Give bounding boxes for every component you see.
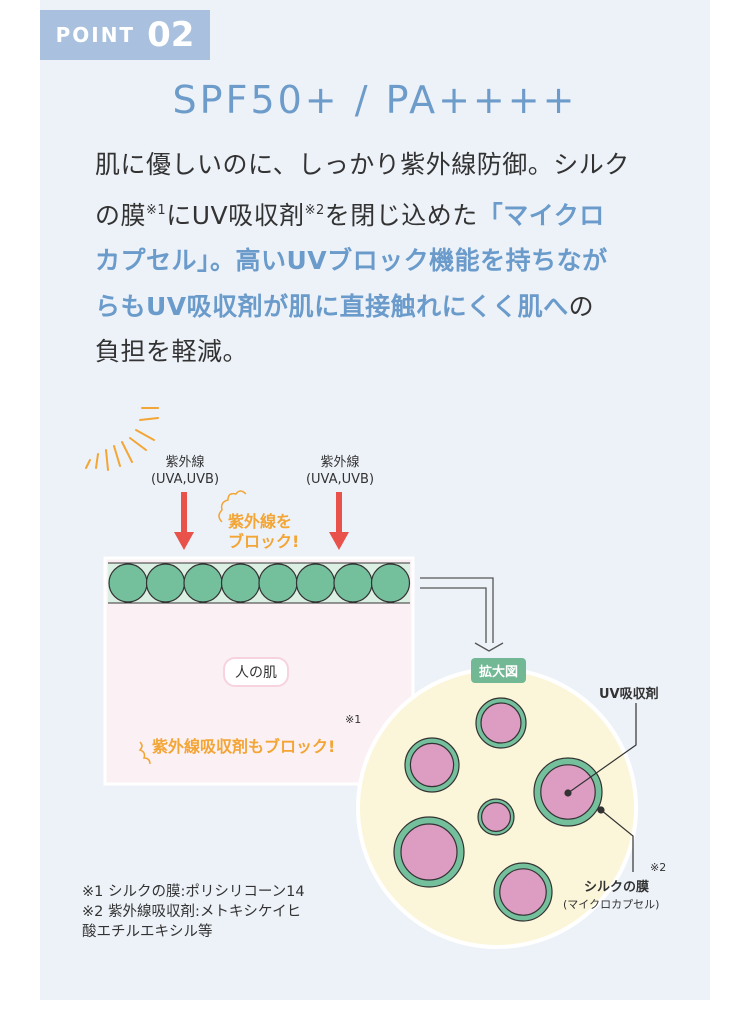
text-segment: の xyxy=(568,291,595,321)
uv-absorber-label: UV吸収剤 xyxy=(599,687,659,702)
silk-bead xyxy=(108,563,148,603)
text-segment: 肌に優しいのに、しっかり紫外線防御。シルク xyxy=(95,150,630,179)
microcapsule xyxy=(477,798,515,836)
description-line: の膜※1にUV吸収剤※2を閉じ込めた「マイクロ xyxy=(95,188,630,239)
silk-bead xyxy=(145,563,186,603)
note1-mark: ※1 xyxy=(345,713,362,726)
text-segment: にUV吸収剤 xyxy=(166,200,305,230)
uv-arrow-left xyxy=(174,492,194,550)
uv-sub: (UVA,UVB) xyxy=(150,472,220,487)
footnotes: ※1 シルクの膜:ポリシリコーン14 ※2 紫外線吸収剤:メトキシケイヒ 酸エチ… xyxy=(82,882,305,942)
footnote-ref: ※1 xyxy=(146,202,167,218)
description-line: 負担を軽減。 xyxy=(95,329,630,375)
zoom-badge: 拡大図 xyxy=(471,658,527,683)
leader-lines xyxy=(564,703,637,872)
block-callout: 紫外線をブロック! xyxy=(228,512,299,552)
microcapsule xyxy=(404,737,460,793)
silk-bead xyxy=(258,563,298,603)
text-segment: の膜 xyxy=(95,200,147,230)
zoom-arrow-icon xyxy=(420,577,504,652)
skin-label: 人の肌 xyxy=(223,657,289,687)
silk-bead xyxy=(220,563,261,603)
silk-bead xyxy=(183,563,223,603)
text-segment: 負担を軽減。 xyxy=(95,337,249,366)
description-line: カプセル」。高いUVブロック機能を持ちなが xyxy=(95,238,630,284)
silk-bead xyxy=(370,563,411,603)
absorber-block-callout: 紫外線吸収剤もブロック! xyxy=(152,737,336,756)
squiggle-icon xyxy=(138,741,151,765)
uv-label: 紫外線 xyxy=(165,455,205,470)
sun-rays-icon xyxy=(85,407,159,471)
note2-mark: ※2 xyxy=(650,861,667,874)
point-number: 02 xyxy=(147,15,195,55)
section-title: SPF50+ / PA++++ xyxy=(172,78,578,122)
microcapsule xyxy=(475,697,527,749)
silk-bead xyxy=(333,563,373,603)
point-badge: POINT 02 xyxy=(40,10,210,60)
block-line2: ブロック! xyxy=(228,532,300,551)
microcapsules xyxy=(393,697,603,922)
text-segment: らもUV吸収剤が肌に直接触れにくく肌へ xyxy=(95,291,569,321)
block-line1: 紫外線を xyxy=(228,512,293,531)
description-line: らもUV吸収剤が肌に直接触れにくく肌への xyxy=(95,284,630,330)
silk-beads xyxy=(108,563,411,603)
footnote: ※1 シルクの膜:ポリシリコーン14 xyxy=(82,884,305,900)
footnote: 酸エチルエキシル等 xyxy=(82,924,213,940)
uv-label-right: 紫外線 (UVA,UVB) xyxy=(295,454,385,488)
burst-icon xyxy=(218,490,247,523)
microcapsule xyxy=(393,816,465,888)
uv-arrow-right xyxy=(329,492,349,550)
silk-sub-label: (マイクロカプセル) xyxy=(563,898,660,911)
text-segment: カプセル」。高いUVブロック機能を持ちなが xyxy=(95,246,608,275)
silk-label: シルクの膜 xyxy=(584,880,650,895)
text-segment: を閉じ込めた xyxy=(324,200,478,230)
point-label: POINT xyxy=(55,23,136,47)
text-segment: 「マイクロ xyxy=(477,200,605,230)
uv-label: 紫外線 xyxy=(320,455,360,470)
silk-bead xyxy=(295,563,336,603)
footnote-ref: ※2 xyxy=(304,202,325,218)
description: 肌に優しいのに、しっかり紫外線防御。シルクの膜※1にUV吸収剤※2を閉じ込めた「… xyxy=(95,142,630,375)
uv-label-left: 紫外線 (UVA,UVB) xyxy=(140,454,230,488)
footnote: ※2 紫外線吸収剤:メトキシケイヒ xyxy=(82,904,302,920)
description-line: 肌に優しいのに、しっかり紫外線防御。シルク xyxy=(95,142,630,188)
uv-sub: (UVA,UVB) xyxy=(305,472,375,487)
microcapsule xyxy=(493,862,553,922)
